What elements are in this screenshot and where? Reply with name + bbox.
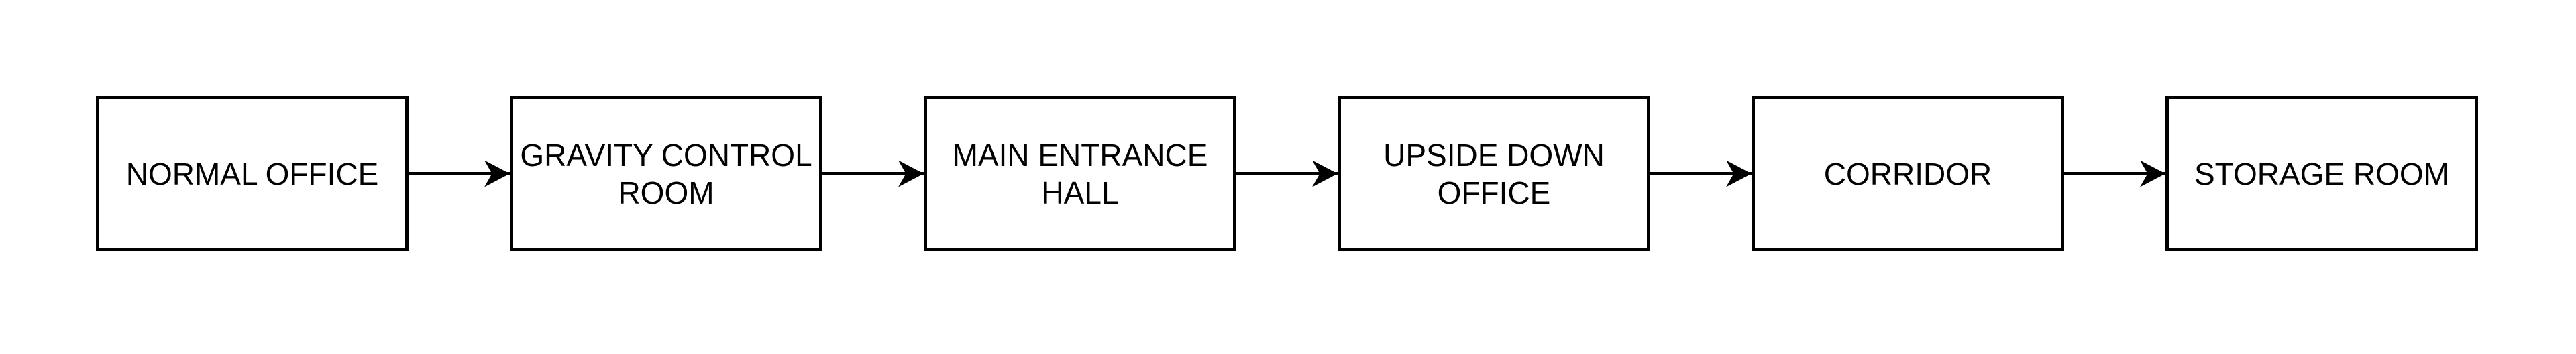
- node-label-main-entrance-hall: MAIN ENTRANCE HALL: [952, 137, 1208, 210]
- node-label-normal-office: NORMAL OFFICE: [125, 156, 379, 191]
- node-label-storage-room: STORAGE ROOM: [2194, 156, 2449, 191]
- edge-main-entrance-hall-to-upside-down-office: [1236, 96, 1338, 251]
- arrow-line: [1650, 172, 1752, 175]
- arrow-line: [1236, 172, 1338, 175]
- arrow-line: [822, 172, 924, 175]
- node-label-upside-down-office: UPSIDE DOWN OFFICE: [1383, 137, 1605, 210]
- node-corridor: CORRIDOR: [1752, 96, 2064, 251]
- edge-gravity-control-room-to-main-entrance-hall: [822, 96, 924, 251]
- node-gravity-control-room: GRAVITY CONTROL ROOM: [510, 96, 822, 251]
- edge-normal-office-to-gravity-control-room: [409, 96, 510, 251]
- node-upside-down-office: UPSIDE DOWN OFFICE: [1338, 96, 1650, 251]
- node-label-corridor: CORRIDOR: [1823, 156, 1992, 191]
- node-normal-office: NORMAL OFFICE: [96, 96, 409, 251]
- edge-corridor-to-storage-room: [2064, 96, 2165, 251]
- edge-upside-down-office-to-corridor: [1650, 96, 1752, 251]
- node-label-gravity-control-room: GRAVITY CONTROL ROOM: [520, 137, 812, 210]
- node-storage-room: STORAGE ROOM: [2165, 96, 2478, 251]
- node-main-entrance-hall: MAIN ENTRANCE HALL: [924, 96, 1236, 251]
- arrow-line: [2064, 172, 2165, 175]
- arrow-line: [409, 172, 510, 175]
- flow-row: NORMAL OFFICE GRAVITY CONTROL ROOM MAIN …: [96, 96, 2478, 251]
